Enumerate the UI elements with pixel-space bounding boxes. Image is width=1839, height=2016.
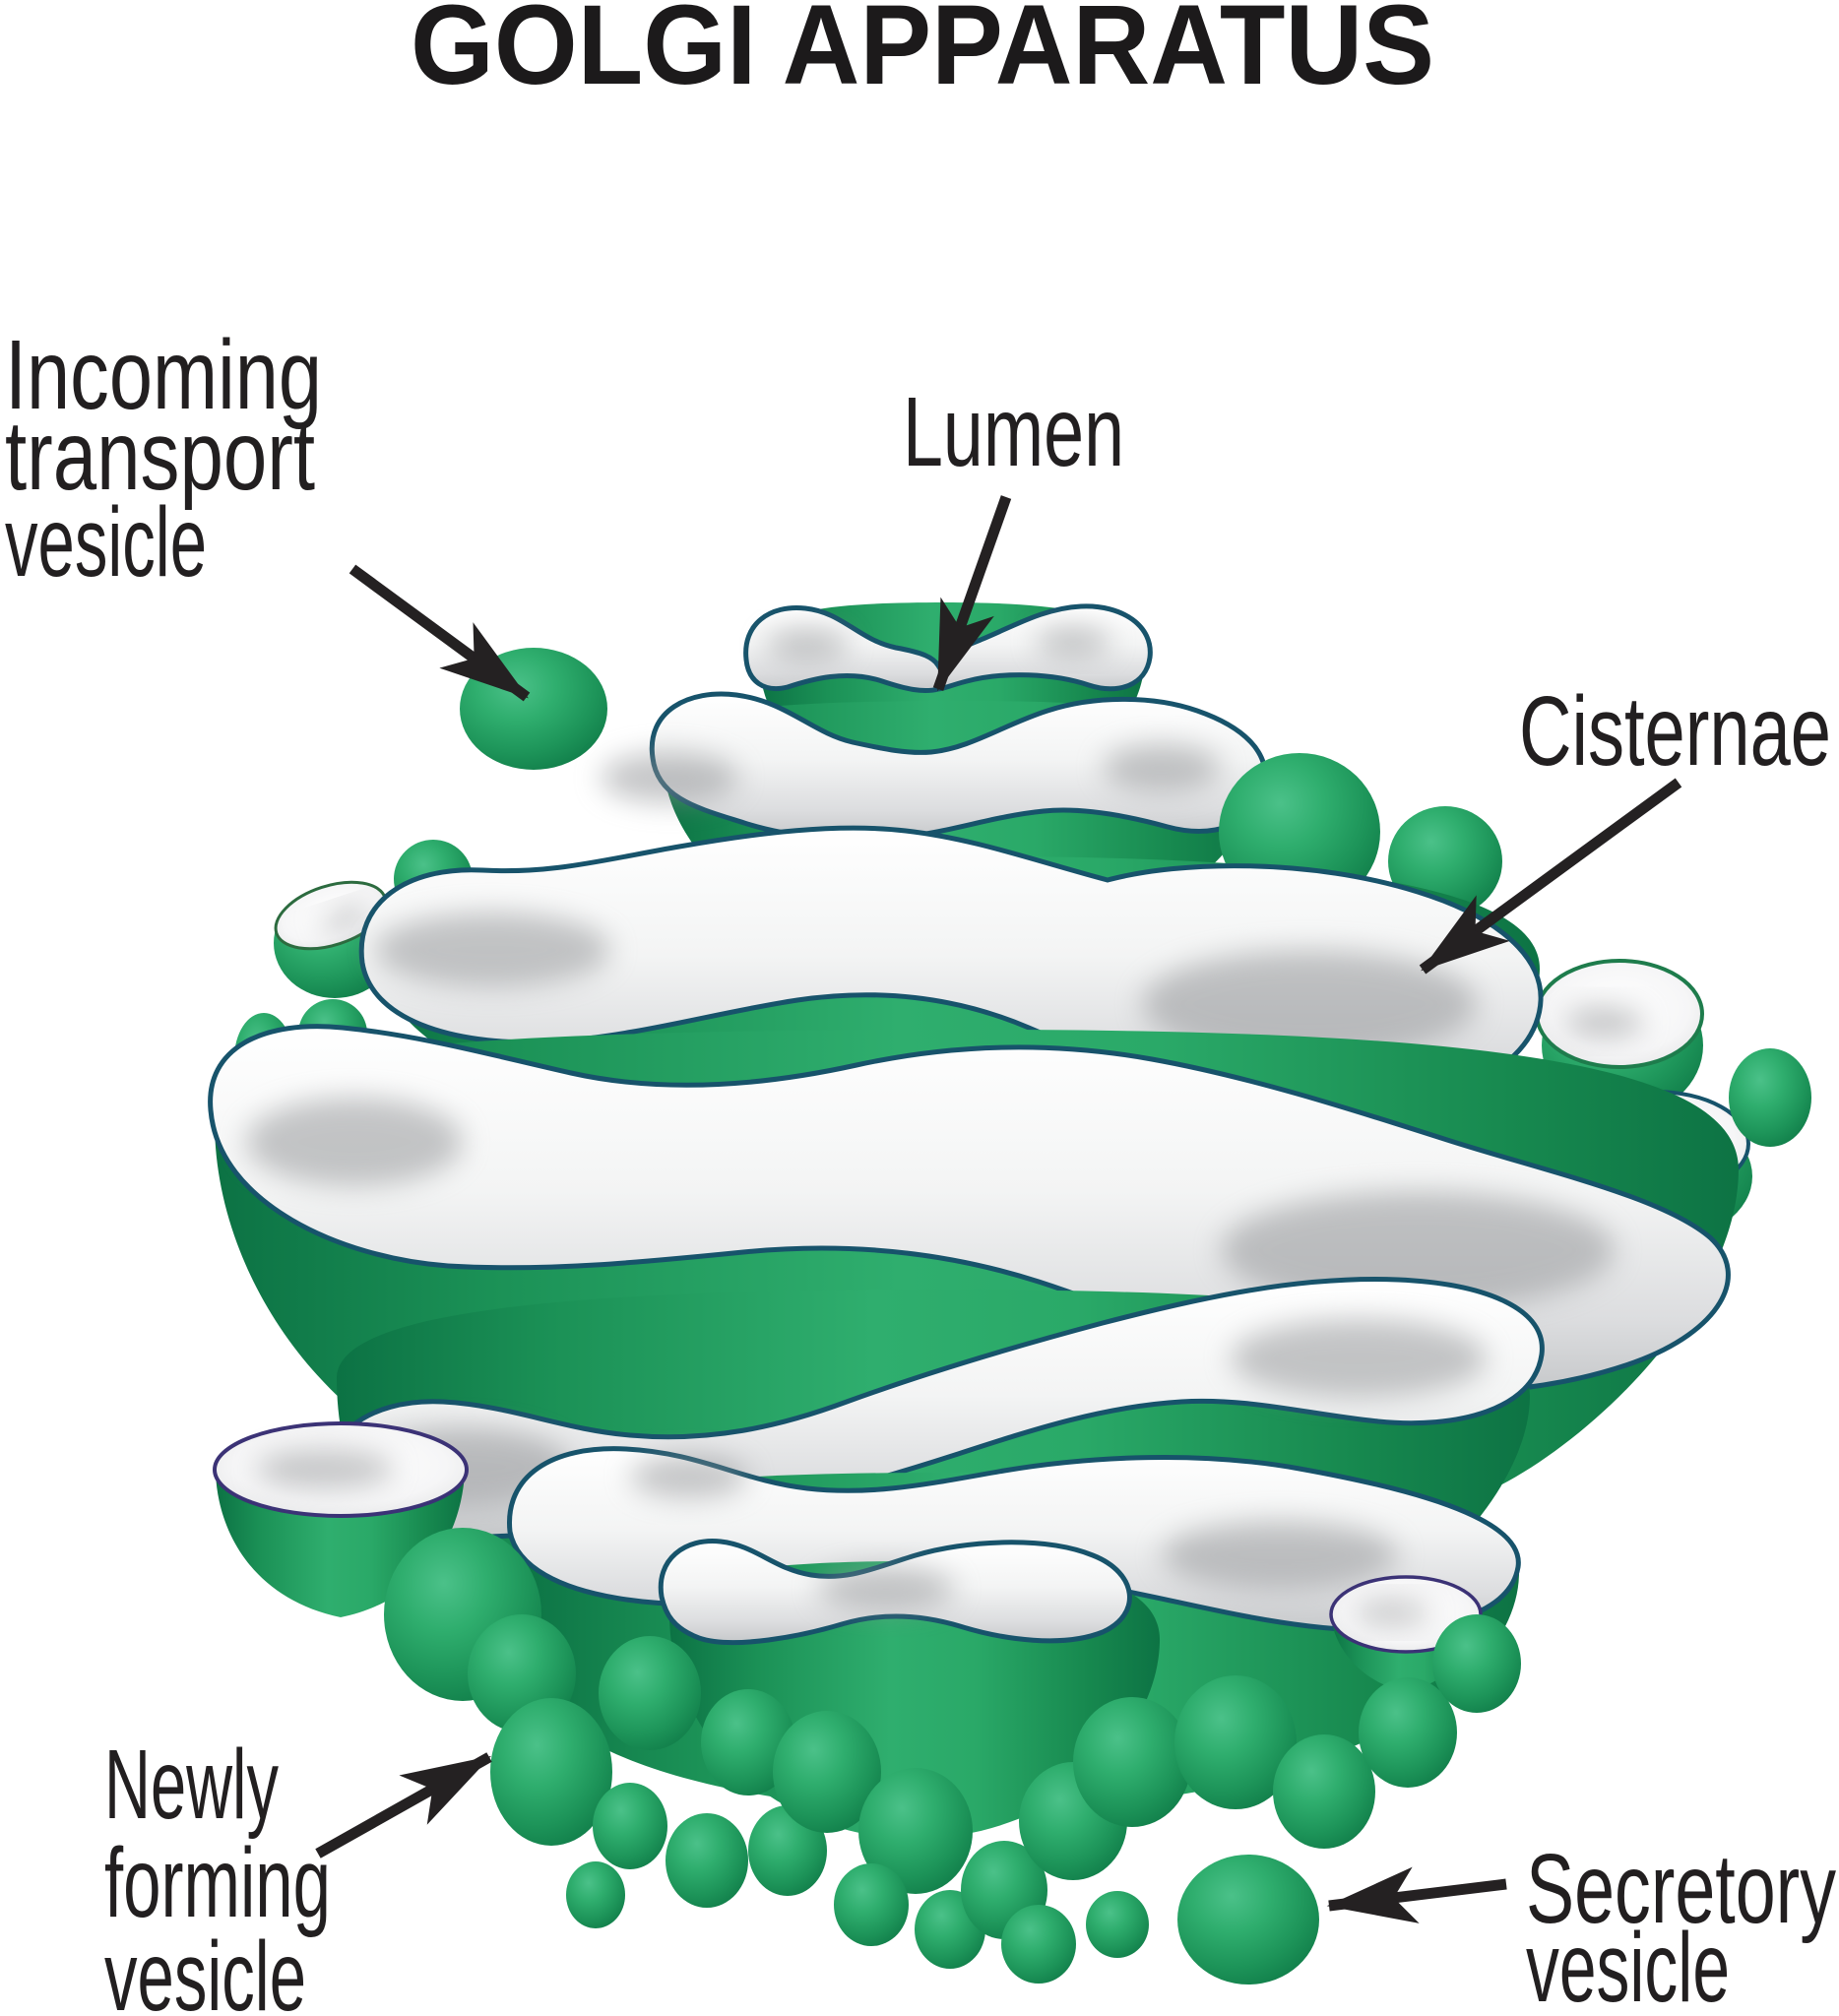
cup-shading — [256, 1449, 394, 1488]
membrane-shading — [766, 629, 849, 661]
membrane-shading — [374, 913, 610, 987]
vesicle — [1086, 1891, 1149, 1958]
membrane-shading — [630, 1455, 748, 1498]
vesicle — [1359, 1677, 1457, 1788]
vesicle — [858, 1768, 973, 1894]
label-newly-forming-vesicle: Newly forming vesicle — [104, 1730, 331, 2016]
label-line: transport — [5, 401, 315, 511]
newly-forming-vesicle-shape — [490, 1698, 612, 1846]
cup-shading — [1356, 1600, 1430, 1625]
lumen-arrow — [932, 495, 1012, 692]
secretory-vesicle-arrow — [1326, 1866, 1507, 1923]
membrane-shading — [1231, 1319, 1487, 1398]
label-line: Newly — [104, 1730, 279, 1840]
label-line: Incoming — [5, 320, 322, 430]
membrane-shading — [1142, 950, 1477, 1058]
cisterna-membrane — [743, 603, 1153, 694]
vesicle — [1432, 1614, 1521, 1713]
label-secretory-vesicle: Secretory vesicle — [1526, 1834, 1836, 2016]
vesicle-bud — [1729, 1048, 1811, 1147]
membrane-shading — [1103, 744, 1221, 791]
vesicle — [566, 1861, 625, 1928]
label-line: forming — [104, 1828, 331, 1938]
budding-vesicle-cluster — [384, 1528, 1521, 1984]
membrane-shading — [601, 752, 738, 803]
vesicle — [1073, 1697, 1191, 1827]
incoming-transport-vesicle-arrow — [349, 564, 531, 702]
cup-shading — [320, 905, 369, 930]
membrane-shading — [1162, 1521, 1398, 1590]
vesicle — [773, 1711, 881, 1833]
vesicle — [599, 1636, 701, 1750]
label-incoming-transport-vesicle: Incoming transport vesicle — [5, 320, 322, 598]
page-title: GOLGI APPARATUS — [411, 0, 1434, 108]
vesicle — [1174, 1675, 1297, 1809]
vesicle — [593, 1783, 667, 1869]
label-line: vesicle — [5, 487, 207, 598]
cisternae-arrow — [1419, 778, 1682, 975]
annotation-arrows — [315, 495, 1682, 1923]
label-lumen: Lumen — [903, 377, 1124, 487]
vesicle — [701, 1689, 795, 1796]
label-line: vesicle — [104, 1922, 306, 2016]
vesicle — [834, 1863, 909, 1946]
vesicle — [1273, 1734, 1375, 1849]
newly-forming-vesicle-arrow — [315, 1752, 492, 1858]
cup-shading — [1565, 1006, 1644, 1038]
label-line: vesicle — [1526, 1913, 1730, 2016]
vesicle — [666, 1813, 748, 1908]
label-cisternae: Cisternae — [1519, 676, 1831, 787]
membrane-shading — [817, 1567, 955, 1610]
label-line: Secretory — [1526, 1834, 1836, 1944]
membrane-shading — [246, 1098, 463, 1186]
membrane-shading — [1036, 627, 1110, 657]
secretory-vesicle-shape — [1177, 1855, 1319, 1984]
vesicle — [1001, 1905, 1076, 1984]
